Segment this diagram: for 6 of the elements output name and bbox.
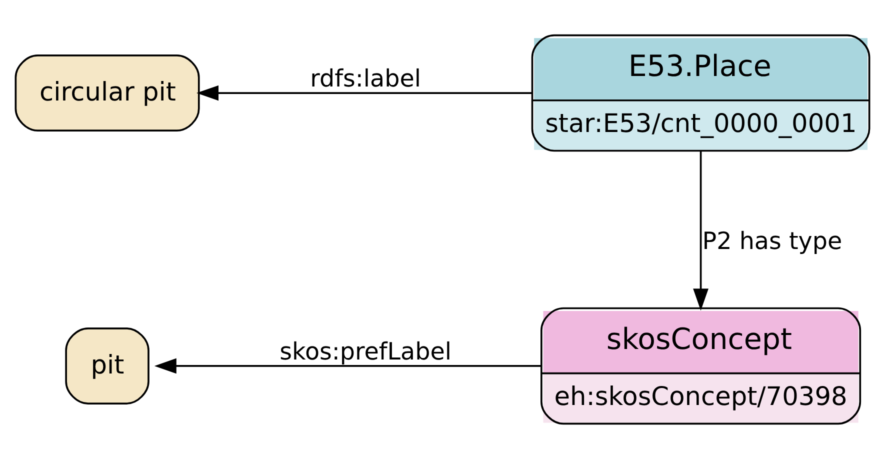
edge-label: rdfs:label bbox=[310, 64, 421, 92]
arrow bbox=[154, 358, 541, 374]
arrow bbox=[693, 150, 708, 310]
edge-label: P2 has type bbox=[702, 226, 842, 254]
arrow bbox=[196, 84, 532, 100]
edge-label: skos:prefLabel bbox=[280, 336, 452, 365]
